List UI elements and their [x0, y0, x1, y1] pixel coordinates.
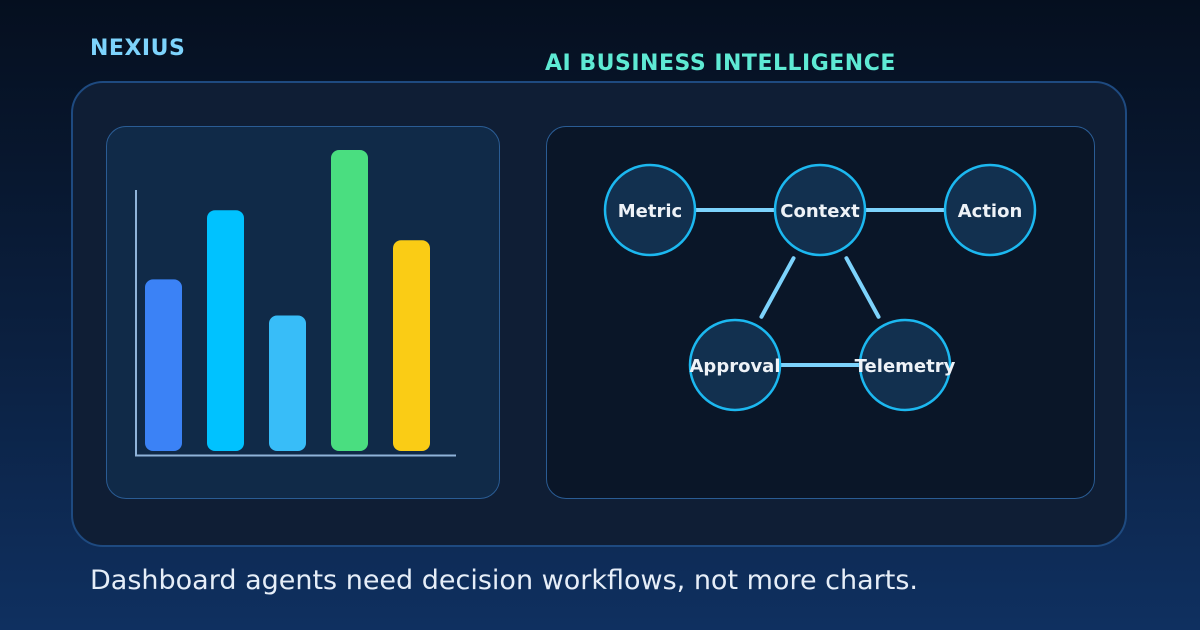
- node-circle: [603, 163, 697, 257]
- node-label: Metric: [618, 201, 682, 222]
- node-telemetry: Telemetry: [855, 318, 956, 412]
- node-approval: Approval: [688, 318, 782, 412]
- node-context: Context: [773, 163, 867, 257]
- chart-bar-3: [269, 315, 306, 451]
- page-headline: AI BUSINESS INTELLIGENCE: [545, 51, 896, 76]
- chart-bar-2: [207, 210, 244, 451]
- chart-bar-1: [145, 279, 182, 451]
- node-action: Action: [943, 163, 1037, 257]
- node-label: Approval: [690, 356, 781, 377]
- chart-bar-5: [393, 240, 430, 451]
- node-label: Context: [780, 201, 860, 222]
- bar-chart: [145, 150, 430, 451]
- node-label: Telemetry: [855, 356, 956, 377]
- footer-caption: Dashboard agents need decision workflows…: [90, 565, 918, 596]
- node-circle: [858, 318, 952, 412]
- node-metric: Metric: [603, 163, 697, 257]
- chart-bar-4: [331, 150, 368, 451]
- node-circle: [688, 318, 782, 412]
- chart-axes: [135, 190, 456, 457]
- brand-logo-text: NEXIUS: [90, 36, 186, 61]
- node-circle: [773, 163, 867, 257]
- node-circle: [943, 163, 1037, 257]
- diagram-edges: [693, 208, 947, 367]
- edge-context-approval: [759, 256, 796, 319]
- node-label: Action: [958, 201, 1023, 222]
- edge-context-telemetry: [844, 256, 881, 319]
